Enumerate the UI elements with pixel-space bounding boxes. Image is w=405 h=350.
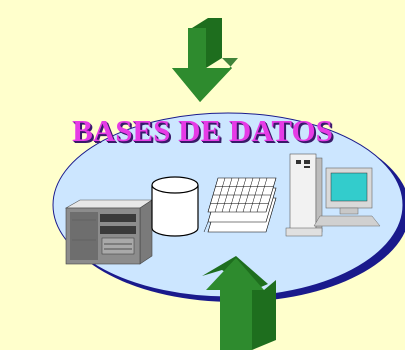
up-arrow bbox=[202, 256, 276, 350]
database-cylinder-icon bbox=[151, 176, 199, 237]
server-tower-icon bbox=[64, 199, 153, 265]
down-arrow bbox=[172, 18, 238, 102]
data-grid-stack-icon bbox=[203, 177, 277, 233]
workstation-icon bbox=[285, 153, 381, 237]
diagram-title: BASES DE DATOS bbox=[72, 113, 333, 148]
